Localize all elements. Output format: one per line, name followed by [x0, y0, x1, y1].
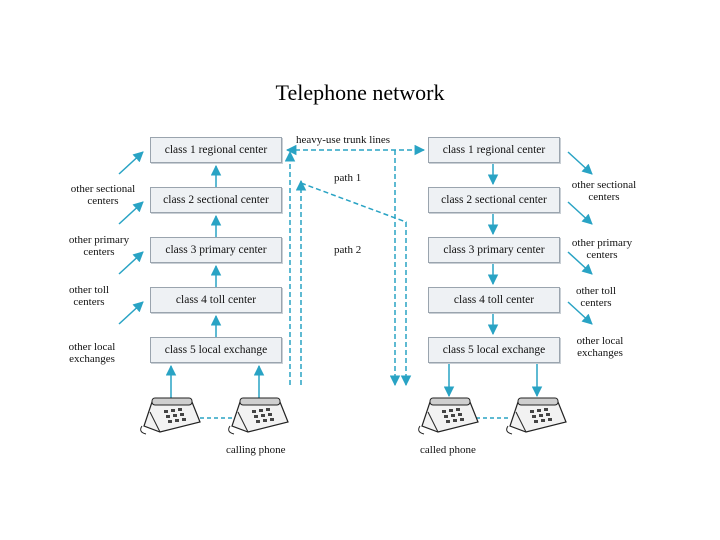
path-2	[284, 150, 401, 387]
right-class3-box: class 3 primary center	[428, 237, 560, 263]
page-title: Telephone network	[275, 80, 445, 105]
phone-icon	[140, 397, 201, 435]
path2-label: path 2	[334, 244, 362, 256]
right-class1-box: class 1 regional center	[428, 137, 560, 163]
right-class5-box: class 5 local exchange	[428, 337, 560, 363]
left-class4-box: class 4 toll center	[150, 287, 282, 313]
trunk-label: heavy-use trunk lines	[296, 134, 391, 146]
left-side-arrows	[118, 151, 144, 325]
phone-icon	[506, 397, 567, 435]
path-1	[295, 179, 412, 387]
phone-icon	[228, 397, 289, 435]
right-phone-links	[443, 364, 543, 398]
path1-label: path 1	[334, 172, 362, 184]
left-class3-box: class 3 primary center	[150, 237, 282, 263]
phone-icon	[418, 397, 479, 435]
calling-phone-label: calling phone	[226, 444, 286, 456]
right-side-arrows	[567, 151, 593, 325]
left-class5-box: class 5 local exchange	[150, 337, 282, 363]
left-class2-box: class 2 sectional center	[150, 187, 282, 213]
right-class2-box: class 2 sectional center	[428, 187, 560, 213]
left-phone-links	[165, 364, 265, 398]
called-phone-label: called phone	[420, 444, 476, 456]
left-class1-box: class 1 regional center	[150, 137, 282, 163]
right-class4-box: class 4 toll center	[428, 287, 560, 313]
